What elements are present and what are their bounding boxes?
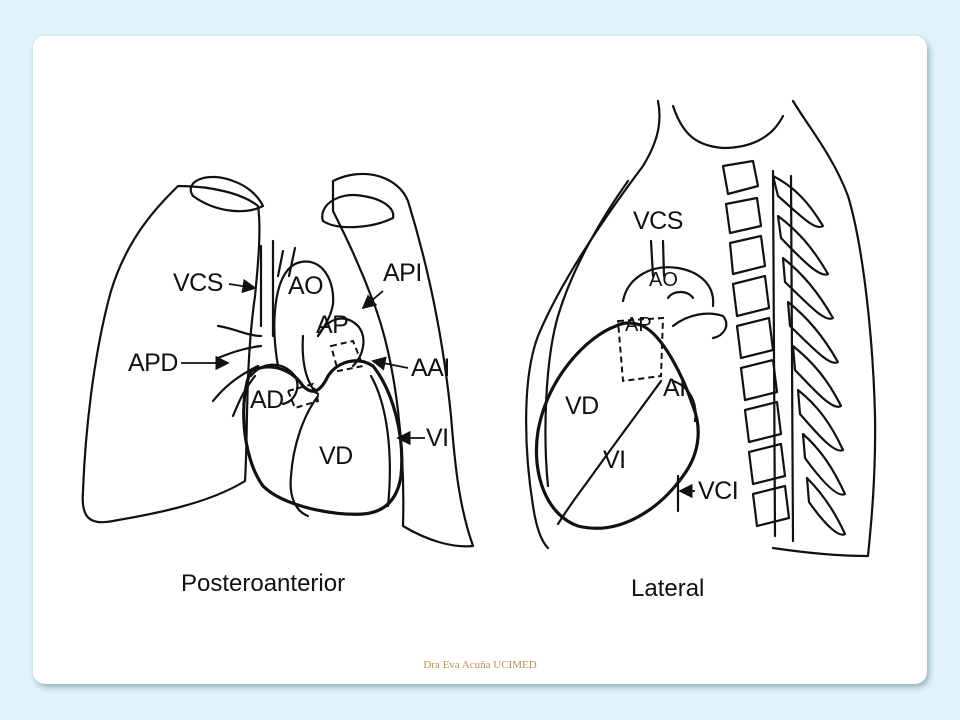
lateral-anterior-wall xyxy=(544,179,630,488)
label-ap: AP xyxy=(316,311,348,339)
lateral-left-atrium xyxy=(671,379,697,423)
label-vi: VI xyxy=(426,424,449,452)
slide-panel: VCS AO API AP APD AAI AD VD VI Posteroan… xyxy=(33,36,927,684)
lateral-pulmonary-artery xyxy=(671,312,728,340)
label-api: API xyxy=(383,259,422,287)
label-ad: AD xyxy=(250,386,284,414)
label-lateral-vd: VD xyxy=(565,392,599,420)
footer-credit: Dra Eva Acuña UCIMED xyxy=(423,659,537,671)
right-clavicle xyxy=(189,176,265,213)
lateral-ap-dashed xyxy=(616,316,665,383)
label-lateral-ai: AI xyxy=(663,374,686,402)
ventricle-septum xyxy=(289,394,320,518)
label-lateral-ap: AP xyxy=(625,314,652,336)
lateral-septum xyxy=(556,379,663,526)
pa-dashed xyxy=(329,339,365,373)
left-clavicle xyxy=(321,193,395,229)
pa-heart-outline xyxy=(242,359,404,516)
label-lateral-vi: VI xyxy=(603,446,626,474)
right-atrium xyxy=(249,363,299,406)
aortic-arch xyxy=(273,260,335,368)
lateral-chest-outline xyxy=(525,99,661,550)
heart-radiograph-diagram: VCS AO API AP APD AAI AD VD VI Posteroan… xyxy=(81,99,877,602)
label-vd: VD xyxy=(319,442,353,470)
caption-lateral: Lateral xyxy=(631,575,704,602)
ad-dashed xyxy=(286,382,320,410)
lateral-heart-outline xyxy=(534,321,700,530)
label-lateral-vci: VCI xyxy=(698,477,738,505)
label-aai: AAI xyxy=(411,354,450,382)
spine-vertebrae xyxy=(721,159,847,543)
left-ventricle-wall xyxy=(369,374,391,508)
pulmonary-artery-pa xyxy=(316,317,365,368)
lateral-view: VCS AO AP VD AI VI VCI Lateral xyxy=(525,99,877,602)
label-lateral-ao: AO xyxy=(649,269,678,291)
lateral-aortic-arch xyxy=(621,266,715,308)
right-pulmonary-branches xyxy=(211,324,263,418)
svc-vessel xyxy=(259,239,297,338)
label-vcs: VCS xyxy=(173,269,223,297)
lateral-back-outline xyxy=(771,99,877,558)
right-lung xyxy=(81,184,261,524)
label-ao: AO xyxy=(288,272,323,300)
posteroanterior-view: VCS AO API AP APD AAI AD VD VI Posteroan… xyxy=(81,172,475,597)
lateral-neck xyxy=(671,104,785,150)
aorta-to-ventricle xyxy=(301,334,320,396)
label-lateral-vcs: VCS xyxy=(633,207,683,235)
lateral-aorta-knob xyxy=(666,290,695,300)
caption-posteroanterior: Posteroanterior xyxy=(181,570,345,597)
label-apd: APD xyxy=(128,349,178,377)
